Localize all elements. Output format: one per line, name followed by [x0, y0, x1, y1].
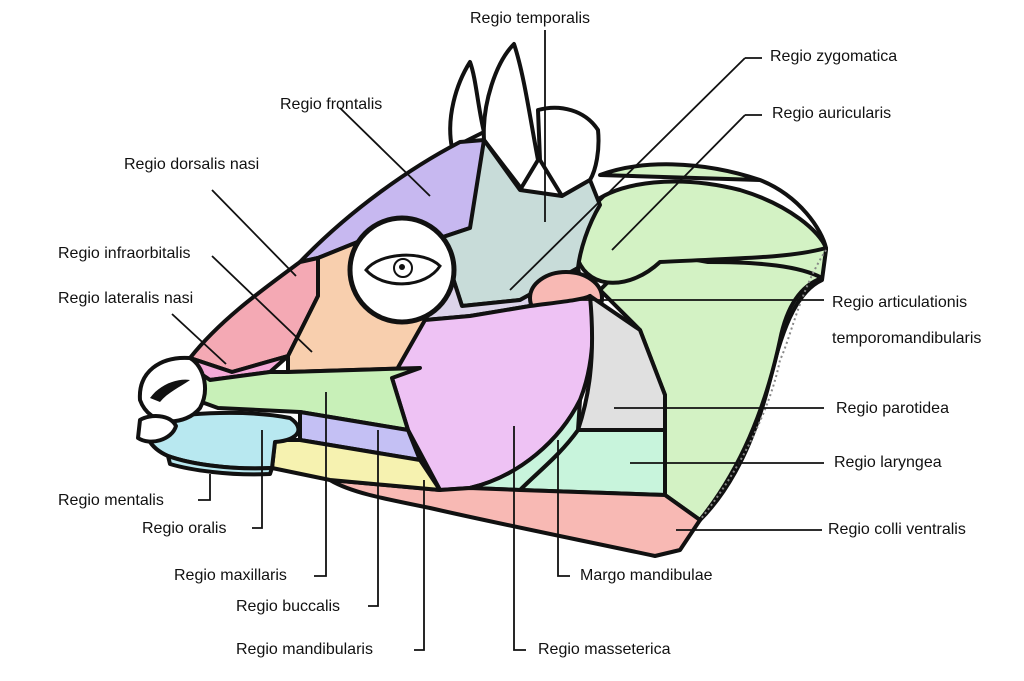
leader-lateralis — [171, 313, 227, 365]
label-frontalis: Regio frontalis — [280, 96, 383, 113]
label-masseterica: Regio masseterica — [538, 641, 671, 658]
leader-mentalis — [198, 474, 211, 501]
neck-cut-edge — [699, 249, 827, 521]
label-maxillaris: Regio maxillaris — [174, 567, 287, 584]
label-mentalis: Regio mentalis — [58, 492, 164, 509]
label-dorsalis-nasi: Regio dorsalis nasi — [124, 156, 260, 173]
label-zygomatica: Regio zygomatica — [770, 48, 898, 65]
leader-auricularis-diag — [611, 114, 746, 251]
label-infraorbitalis: Regio infraorbitalis — [58, 245, 191, 262]
label-margo-mandibulae: Margo mandibulae — [580, 567, 713, 584]
label-buccalis: Regio buccalis — [236, 598, 341, 615]
leader-masseterica — [513, 426, 526, 651]
leader-lines — [171, 30, 824, 651]
horn-right — [481, 42, 540, 192]
label-auricularis: Regio auricularis — [772, 105, 892, 122]
leader-zygomatica-diag — [509, 57, 746, 291]
label-articulationis: Regio articulationis — [832, 294, 968, 311]
leader-mandibularis — [414, 480, 425, 651]
leader-margo — [557, 440, 570, 577]
label-lateralis-nasi: Regio lateralis nasi — [58, 290, 194, 307]
nostril-icon — [150, 379, 190, 402]
label-parotidea: Regio parotidea — [836, 400, 949, 417]
leader-frontalis — [339, 107, 431, 197]
label-mandibularis: Regio mandibularis — [236, 641, 373, 658]
label-oralis: Regio oralis — [142, 520, 227, 537]
region-colli-ventralis — [328, 478, 702, 558]
label-colli-ventralis: Regio colli ventralis — [828, 521, 966, 538]
label-laryngea: Regio laryngea — [834, 454, 942, 471]
leader-maxillaris — [314, 392, 327, 577]
leader-buccalis — [368, 430, 379, 607]
leader-oralis — [252, 430, 263, 529]
label-temporomandibularis: temporomandibularis — [832, 330, 982, 347]
region-oralis — [144, 410, 301, 471]
leader-infraorbitalis — [211, 255, 313, 353]
label-temporalis: Regio temporalis — [470, 10, 591, 27]
region-maxillaris — [194, 366, 422, 432]
leader-dorsalis — [211, 189, 297, 277]
lip-front — [136, 414, 178, 444]
region-mentalis — [166, 454, 274, 477]
pupil-dot — [399, 264, 405, 270]
horn-left — [448, 60, 486, 150]
